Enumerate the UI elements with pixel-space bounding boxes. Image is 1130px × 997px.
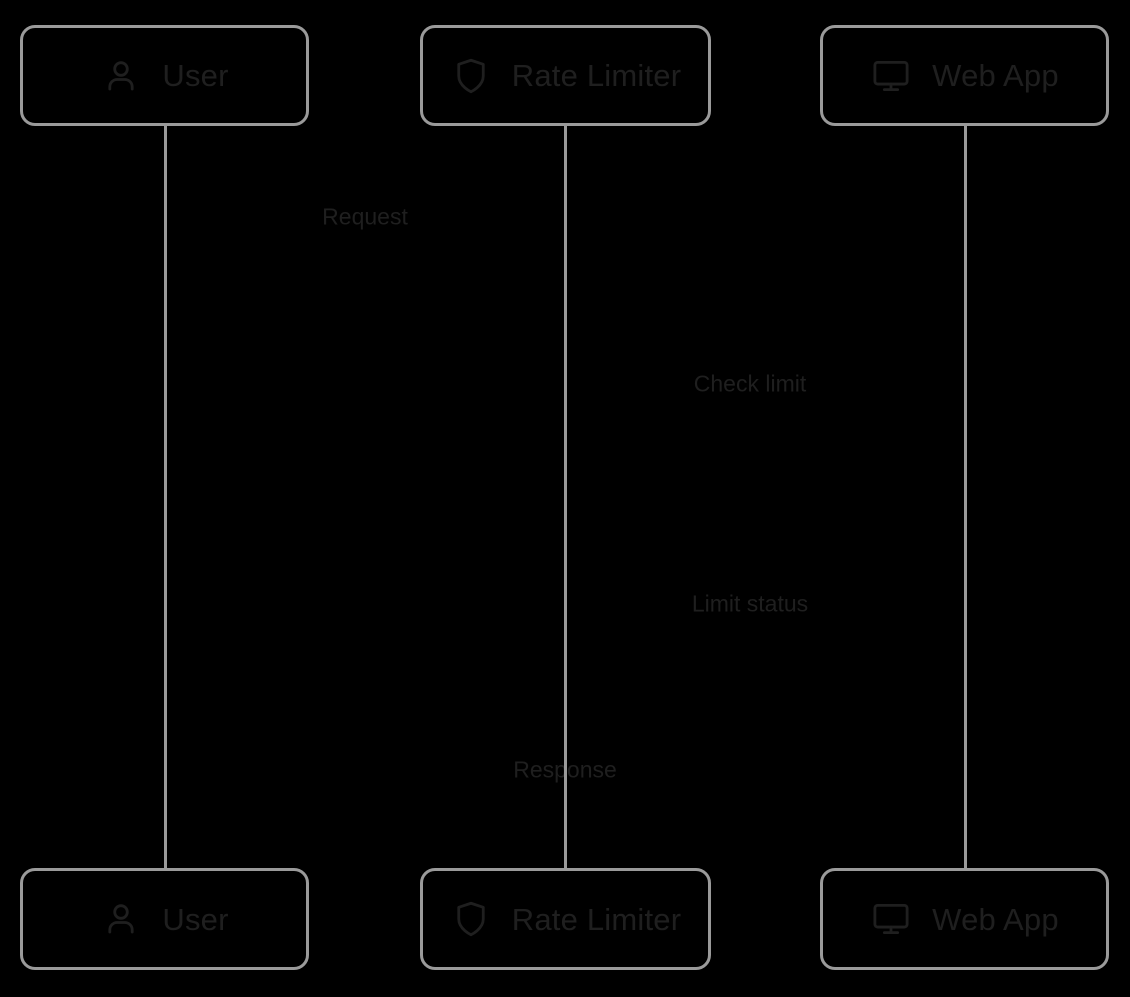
message-label-limit-status: Limit status — [685, 589, 815, 619]
participant-label-rate-limiter-top: Rate Limiter — [511, 58, 682, 93]
participant-box-web-app-top[interactable]: Web App — [820, 25, 1109, 126]
lifeline-user — [163, 126, 167, 868]
participant-label-rate-limiter-bottom: Rate Limiter — [511, 901, 682, 937]
lifeline-rate-limiter — [563, 126, 567, 868]
message-label-request: Request — [316, 202, 414, 232]
participant-label-user-top: User — [162, 58, 229, 93]
message-label-check-limit: Check limit — [687, 369, 813, 399]
participant-box-user-bottom[interactable]: User — [20, 868, 309, 970]
participant-label-web-app-top: Web App — [932, 58, 1059, 93]
person-icon — [100, 898, 142, 940]
participant-box-rate-limiter-top[interactable]: Rate Limiter — [420, 25, 711, 126]
participant-label-user-bottom: User — [162, 901, 229, 937]
shield-icon — [450, 898, 492, 940]
participant-box-web-app-bottom[interactable]: Web App — [820, 868, 1109, 970]
participant-box-rate-limiter-bottom[interactable]: Rate Limiter — [420, 868, 711, 970]
participant-box-user-top[interactable]: User — [20, 25, 309, 126]
shield-icon — [450, 55, 492, 97]
monitor-icon — [870, 55, 912, 97]
monitor-icon — [870, 898, 912, 940]
lifeline-web-app — [963, 126, 967, 868]
person-icon — [100, 55, 142, 97]
participant-label-web-app-bottom: Web App — [932, 901, 1059, 937]
